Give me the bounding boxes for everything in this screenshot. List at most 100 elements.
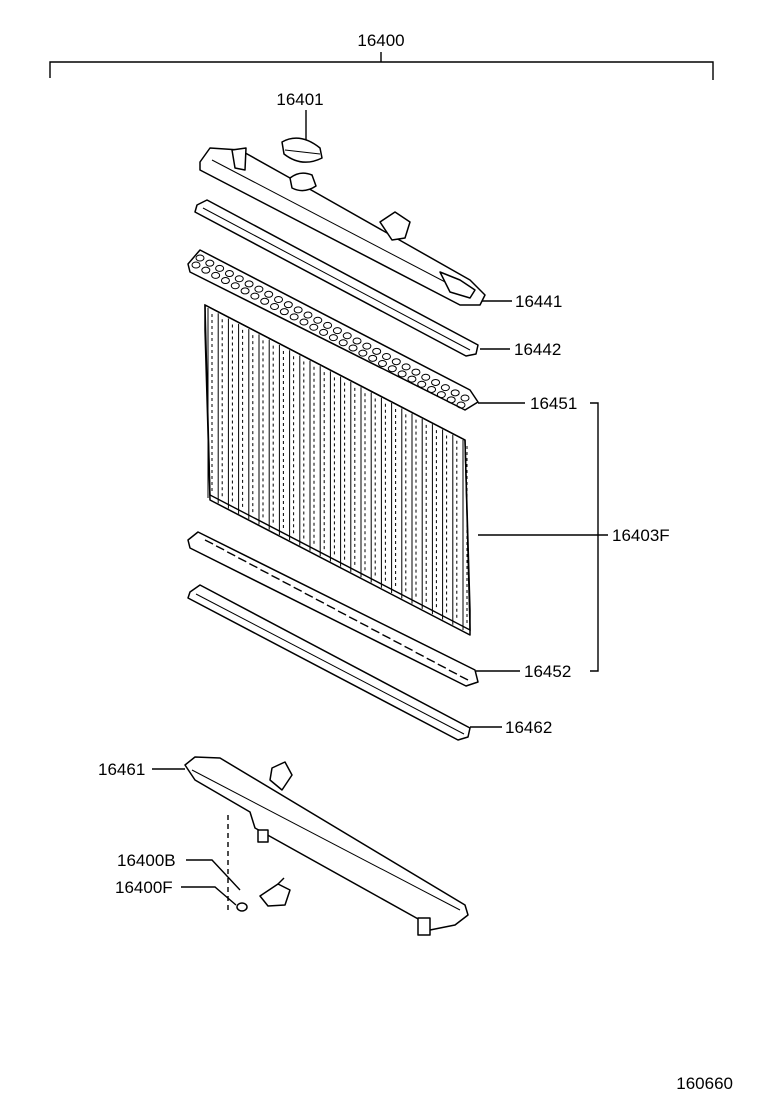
plate-hole bbox=[338, 339, 348, 347]
lower-plate-slots bbox=[204, 539, 469, 681]
plate-hole bbox=[215, 264, 225, 272]
label-16400: 16400 bbox=[357, 31, 404, 50]
plate-slot bbox=[226, 551, 236, 557]
plate-hole bbox=[328, 334, 338, 342]
plate-hole bbox=[417, 380, 427, 388]
plate-hole bbox=[440, 384, 450, 392]
plate-slot bbox=[260, 568, 269, 575]
plate-hole bbox=[397, 370, 407, 378]
plate-hole bbox=[244, 280, 254, 288]
upper-tank bbox=[199, 147, 486, 306]
plate-hole bbox=[450, 389, 460, 397]
plate-slot bbox=[293, 586, 303, 592]
plate-slot bbox=[237, 557, 247, 563]
plate-hole bbox=[309, 323, 319, 331]
plate-hole bbox=[323, 321, 333, 329]
plate-hole bbox=[352, 337, 362, 345]
plate-hole bbox=[260, 297, 270, 305]
plate-slot bbox=[271, 574, 280, 581]
plate-hole bbox=[230, 282, 240, 290]
plate-slot bbox=[282, 580, 291, 587]
plate-hole bbox=[348, 344, 358, 352]
plate-hole bbox=[381, 353, 391, 361]
label-16462: 16462 bbox=[505, 718, 552, 737]
plate-slot bbox=[382, 633, 391, 640]
plate-hole bbox=[401, 363, 411, 371]
plate-slot bbox=[215, 545, 225, 551]
label-16441: 16441 bbox=[515, 292, 562, 311]
label-16461: 16461 bbox=[98, 760, 145, 779]
upper-gasket bbox=[194, 199, 479, 357]
plate-hole bbox=[460, 394, 470, 402]
plate-slot bbox=[404, 645, 413, 652]
drain-cock bbox=[259, 877, 291, 907]
plate-hole bbox=[391, 358, 401, 366]
radiator-core bbox=[204, 303, 471, 636]
upper-plate-holes bbox=[191, 254, 470, 409]
label-16401: 16401 bbox=[276, 90, 323, 109]
plate-hole bbox=[368, 354, 378, 362]
plate-hole bbox=[191, 261, 201, 269]
plate-hole bbox=[220, 277, 230, 285]
plate-hole bbox=[411, 368, 421, 376]
plate-hole bbox=[342, 332, 352, 340]
plate-hole bbox=[421, 373, 431, 381]
upper-plate bbox=[187, 249, 479, 411]
plate-slot bbox=[415, 651, 424, 657]
plate-slot bbox=[393, 639, 402, 646]
lower-plate bbox=[187, 531, 479, 687]
plate-hole bbox=[332, 327, 342, 335]
part-labels: 16400 16401 16441 16442 16451 16403F 164… bbox=[98, 31, 733, 1093]
plate-hole bbox=[201, 266, 211, 274]
plate-hole bbox=[427, 385, 437, 393]
radiator-cap bbox=[281, 137, 323, 163]
plate-hole bbox=[289, 313, 299, 321]
plate-hole bbox=[313, 316, 323, 324]
assembly-bracket bbox=[49, 52, 714, 80]
plate-hole bbox=[254, 285, 264, 293]
plate-hole bbox=[274, 295, 284, 303]
figure-number: 160660 bbox=[676, 1074, 733, 1093]
plate-hole bbox=[283, 301, 293, 309]
plate-slot bbox=[348, 616, 358, 622]
plate-slot bbox=[249, 563, 258, 569]
plate-hole bbox=[362, 342, 372, 350]
plate-hole bbox=[264, 290, 274, 298]
plate-slot bbox=[370, 628, 380, 634]
plate-hole bbox=[211, 271, 221, 279]
plate-hole bbox=[407, 375, 417, 383]
plate-slot bbox=[315, 598, 325, 604]
plate-hole bbox=[299, 318, 309, 326]
plate-hole bbox=[250, 292, 260, 300]
plate-hole bbox=[224, 270, 234, 278]
plate-hole bbox=[446, 396, 456, 404]
plate-slot bbox=[426, 657, 436, 663]
label-16400B: 16400B bbox=[117, 851, 176, 870]
plate-hole bbox=[270, 302, 280, 310]
plate-hole bbox=[234, 275, 244, 283]
drain-o-ring bbox=[227, 815, 248, 912]
plate-hole bbox=[372, 347, 382, 355]
plate-hole bbox=[436, 391, 446, 399]
plate-hole bbox=[205, 259, 215, 267]
lower-gasket bbox=[187, 584, 471, 741]
plate-hole bbox=[431, 378, 441, 386]
label-16451: 16451 bbox=[530, 394, 577, 413]
plate-hole bbox=[319, 328, 329, 336]
label-16452: 16452 bbox=[524, 662, 571, 681]
plate-slot bbox=[326, 604, 336, 610]
label-16400F: 16400F bbox=[115, 878, 173, 897]
plate-hole bbox=[387, 365, 397, 373]
plate-hole bbox=[456, 401, 466, 409]
plate-hole bbox=[377, 360, 387, 368]
plate-slot bbox=[437, 663, 447, 669]
plate-slot bbox=[304, 592, 314, 598]
lower-tank bbox=[184, 756, 469, 936]
label-16403F: 16403F bbox=[612, 526, 670, 545]
plate-slot bbox=[204, 539, 214, 545]
plate-slot bbox=[448, 669, 458, 675]
plate-slot bbox=[359, 622, 369, 628]
plate-hole bbox=[293, 306, 303, 314]
plate-hole bbox=[279, 308, 289, 316]
